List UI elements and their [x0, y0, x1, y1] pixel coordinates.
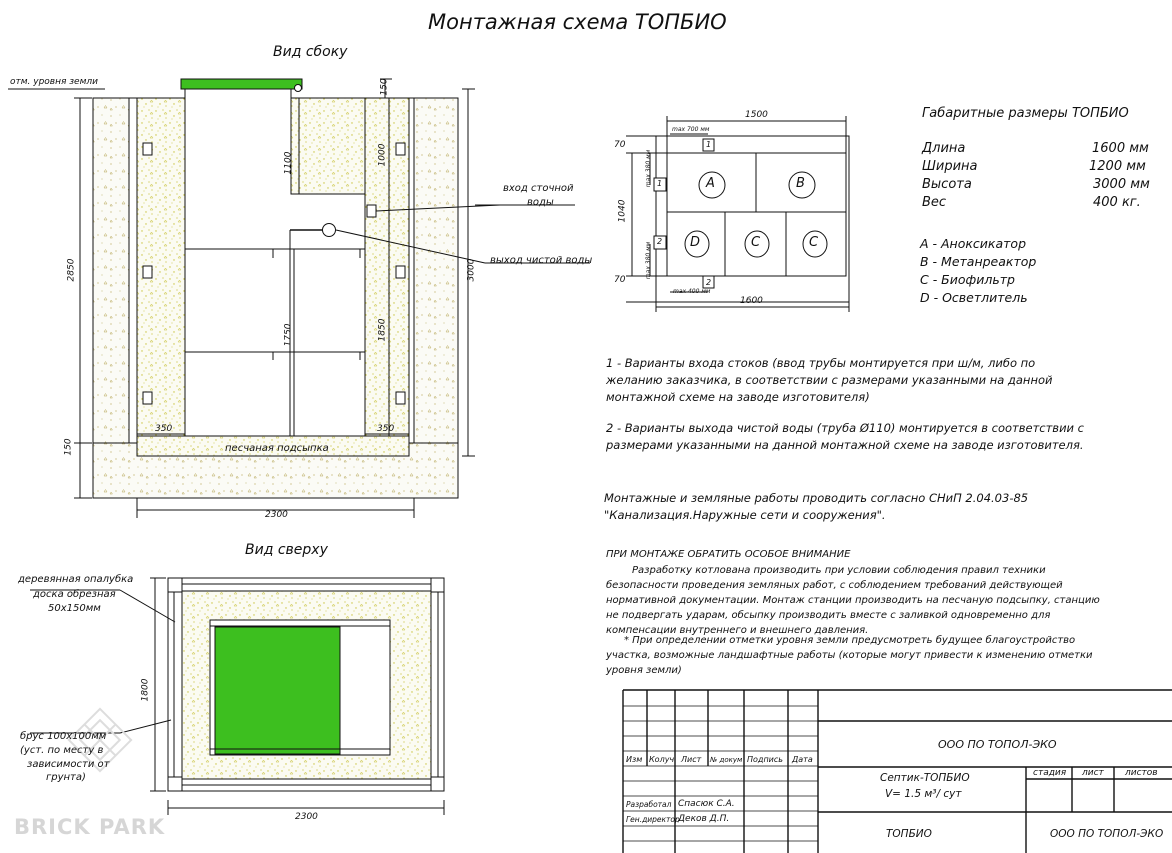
- dims-row-label-3: Вес: [922, 195, 947, 210]
- tb-drawing-name: ТОПБИО: [886, 828, 932, 840]
- tb-product-2: V= 1.5 м³/ сут: [885, 788, 962, 800]
- title-block: [622, 689, 1172, 853]
- plan-max380: max 380 мм: [645, 149, 653, 188]
- dims-row-label-0: Длина: [922, 141, 966, 156]
- tb-col-koluch: Колуч: [649, 755, 675, 764]
- top-outer: [167, 577, 445, 792]
- dim-1000: 1000: [377, 143, 388, 167]
- plan-dim-1600: 1600: [740, 296, 763, 306]
- note-1: 1 - Варианты входа стоков (ввод трубы мо…: [606, 356, 1053, 404]
- plan-dim-70-top: 70: [614, 140, 626, 150]
- beam-label-4: грунта): [46, 772, 86, 783]
- formwork-label-1: деревянная опалубка: [18, 574, 134, 585]
- dim-350-left: 350: [155, 424, 173, 434]
- dims-row-value-2: 3000 мм: [1093, 177, 1150, 192]
- plan-max400: max 400 мм: [673, 288, 711, 295]
- sand-top-right: [290, 97, 366, 195]
- tb-gendir-name: Деков Д.П.: [678, 814, 730, 824]
- plan-outer: [655, 135, 850, 303]
- side-view-caption: Вид сбоку: [273, 44, 348, 60]
- attention-footnote: * При определении отметки уровня земли п…: [606, 635, 1093, 676]
- top-dim-1800: 1800: [140, 678, 151, 702]
- plan-view: [626, 116, 850, 312]
- dim-1850: 1850: [377, 318, 388, 342]
- ground-level-label: отм. уровня земли: [10, 77, 98, 87]
- beam-label-3: зависимости от: [27, 759, 110, 770]
- tb-company-bottom: ООО ПО ТОПОЛ-ЭКО: [1050, 828, 1164, 840]
- sand-bed-label: песчаная подсыпка: [225, 443, 329, 454]
- attention-body: Разработку котлована производить при усл…: [606, 565, 1100, 636]
- tb-razrabotal-name: Спасюк С.А.: [678, 799, 735, 809]
- drawing-title: Монтажная схема ТОПБИО: [428, 10, 727, 34]
- legend-1: В - Метанреактор: [920, 254, 1037, 269]
- dim-1100: 1100: [283, 151, 294, 175]
- dims-row-value-0: 1600 мм: [1092, 141, 1149, 156]
- plan-dim-1500: 1500: [745, 110, 768, 120]
- note-2: 2 - Варианты выхода чистой воды (труба Ø…: [606, 421, 1085, 452]
- top-view-caption: Вид сверху: [245, 542, 328, 558]
- dim-2300-side: 2300: [265, 510, 288, 520]
- outlet-label: выход чистой воды: [490, 255, 593, 266]
- attention-heading: ПРИ МОНТАЖЕ ОБРАТИТЬ ОСОБОЕ ВНИМАНИЕ: [606, 549, 851, 560]
- cell-d-label: D: [690, 235, 701, 250]
- formwork-label-2: доска обрезная: [33, 589, 116, 600]
- soil-right-outer: [413, 97, 459, 444]
- beam-label-2: (уст. по месту в: [20, 745, 104, 756]
- note-3: Монтажные и земляные работы проводить со…: [604, 491, 1029, 522]
- side-view: [8, 78, 590, 518]
- top-lid-green: [214, 626, 341, 755]
- cell-b-label: B: [796, 176, 805, 191]
- watermark-text: BRICK PARK: [14, 815, 166, 839]
- tb-col-podpis: Подпись: [747, 755, 783, 764]
- top-view: [30, 577, 445, 815]
- dims-row-label-2: Высота: [922, 177, 972, 192]
- legend-2: С - Биофильтр: [920, 272, 1015, 287]
- tb-stadiya: стадия: [1033, 768, 1067, 778]
- dim-1750: 1750: [283, 323, 294, 347]
- tb-listov: листов: [1125, 768, 1158, 778]
- legend-0: А - Аноксикатор: [920, 236, 1026, 251]
- soil-left-outer: [92, 97, 130, 444]
- beam-label-1: брус 100х100мм: [20, 731, 107, 742]
- formwork-label-3: 50х150мм: [48, 603, 101, 614]
- tb-product-1: Септик-ТОПБИО: [880, 772, 970, 784]
- cell-a-circle: [698, 171, 726, 199]
- tb-razrabotal: Разработал: [626, 800, 672, 809]
- tb-gendir: Ген.директор: [626, 815, 680, 824]
- marker-2a: 2: [657, 237, 663, 246]
- tb-col-izm: Изм: [626, 755, 643, 764]
- marker-1a: 1: [706, 140, 712, 149]
- dim-2850: 2850: [66, 258, 77, 282]
- tb-col-data: Дата: [792, 755, 813, 764]
- dim-150-top: 150: [379, 78, 390, 96]
- inlet-label-1: вход сточной: [503, 183, 574, 194]
- cell-c1-label: C: [751, 235, 761, 250]
- legend-3: D - Осветлитель: [920, 290, 1028, 305]
- inlet-label-2: воды: [527, 197, 554, 208]
- plan-dim-70-bottom: 70: [614, 275, 626, 285]
- dims-row-value-1: 1200 мм: [1089, 159, 1146, 174]
- dims-heading: Габаритные размеры ТОПБИО: [922, 106, 1129, 121]
- dim-150-bottom: 150: [63, 438, 74, 456]
- dims-row-value-3: 400 кг.: [1093, 195, 1141, 210]
- dim-350-right: 350: [377, 424, 395, 434]
- plan-dim-1040: 1040: [617, 199, 628, 223]
- cell-c2-label: C: [809, 235, 819, 250]
- tb-list: лист: [1082, 768, 1104, 778]
- dims-row-label-1: Ширина: [922, 159, 978, 174]
- dim-3000: 3000: [466, 258, 477, 282]
- tb-col-list: Лист: [681, 755, 702, 764]
- top-dim-2300: 2300: [295, 812, 318, 822]
- tb-col-ndok: № докум: [710, 756, 743, 764]
- plan-max700: max 700 мм: [672, 126, 710, 133]
- lid-green: [180, 78, 303, 90]
- marker-2b: 2: [706, 278, 712, 287]
- marker-1b: 1: [657, 179, 663, 188]
- watermark-logo: [67, 707, 133, 773]
- cell-a-label: A: [706, 176, 715, 191]
- tb-company-top: ООО ПО ТОПОЛ-ЭКО: [938, 738, 1057, 751]
- plan-max380-2: max 380 мм: [645, 241, 653, 280]
